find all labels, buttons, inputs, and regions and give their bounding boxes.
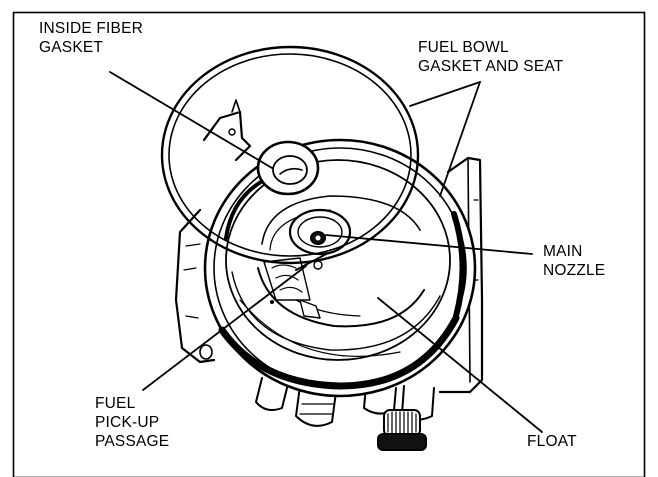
label-inside-fiber-gasket: INSIDE FIBER GASKET [39, 20, 144, 56]
leader-lines [109, 71, 543, 433]
label-fuel-bowl-gasket-and-seat: FUEL BOWL GASKET AND SEAT [418, 39, 564, 75]
label-fuel-pickup-passage: FUEL PICK-UP PASSAGE [95, 395, 170, 450]
label-float: FLOAT [527, 433, 577, 450]
carburetor-body [160, 45, 484, 451]
figure-frame [12, 11, 646, 477]
label-main-nozzle: MAIN NOZZLE [543, 243, 606, 279]
